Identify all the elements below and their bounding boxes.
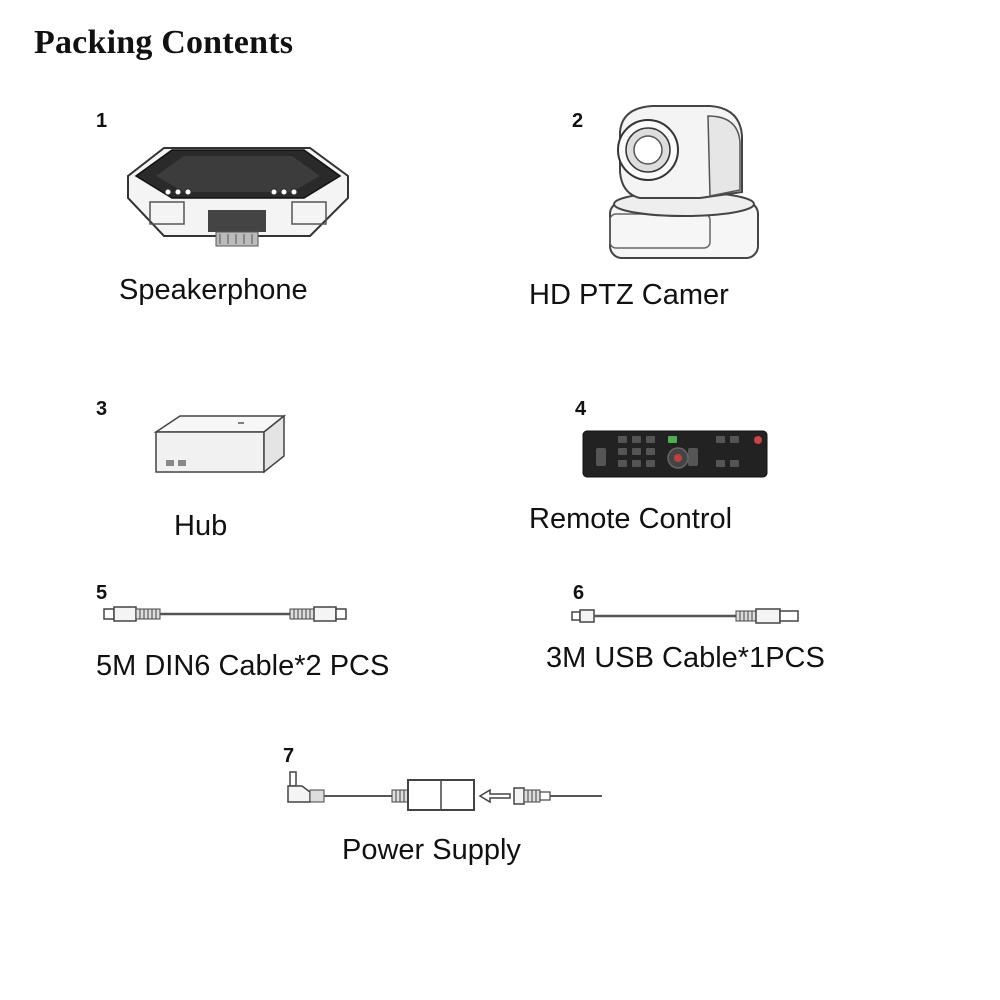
item-number-2: 2 [572, 110, 584, 132]
hub-icon [150, 414, 290, 476]
ptz-camera-icon [600, 102, 764, 264]
item-label-hub: Hub [174, 510, 228, 542]
usb-cable-icon [570, 606, 806, 626]
item-label-usb-cable: 3M USB Cable*1PCS [546, 642, 825, 674]
page-title: Packing Contents [34, 24, 294, 61]
speakerphone-icon [124, 140, 352, 252]
power-supply-icon [284, 770, 606, 814]
item-number-7: 7 [283, 745, 295, 767]
item-number-6: 6 [573, 582, 585, 604]
item-number-5: 5 [96, 582, 108, 604]
item-number-4: 4 [575, 398, 587, 420]
item-number-3: 3 [96, 398, 108, 420]
item-label-remote-control: Remote Control [529, 503, 733, 535]
item-label-din6-cable: 5M DIN6 Cable*2 PCS [96, 650, 390, 682]
item-number-1: 1 [96, 110, 108, 132]
item-label-power-supply: Power Supply [342, 834, 521, 866]
din6-cable-icon [102, 604, 350, 626]
remote-control-icon [582, 430, 768, 478]
item-label-ptz-camera: HD PTZ Camer [529, 279, 729, 311]
item-label-speakerphone: Speakerphone [119, 274, 308, 306]
